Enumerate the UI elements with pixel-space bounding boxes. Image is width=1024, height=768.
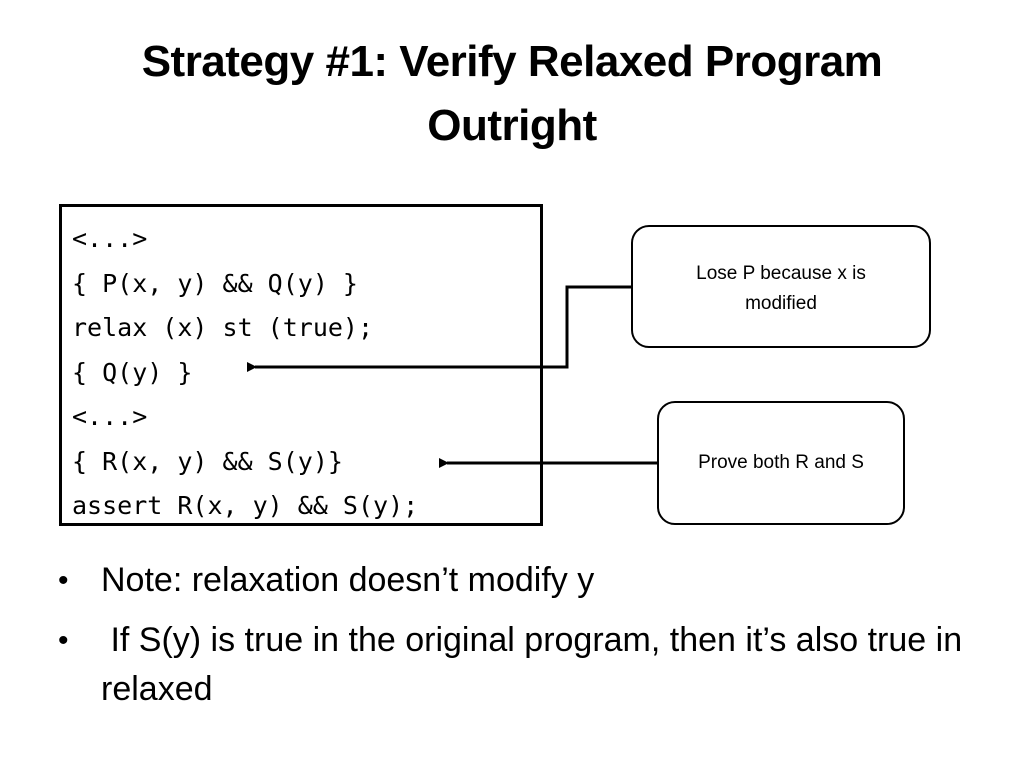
slide-title-line-2: Outright xyxy=(427,101,597,150)
code-line: { R(x, y) && S(y)} xyxy=(72,446,343,476)
code-line: <...> xyxy=(72,402,148,431)
bullet-dot-icon: • xyxy=(58,564,69,597)
slide-title: Strategy #1: Verify Relaxed Program Outr… xyxy=(40,30,984,158)
bullet-item: • If S(y) is true in the original progra… xyxy=(58,616,988,714)
code-line: <...> xyxy=(72,224,148,253)
code-block: <...> { P(x, y) && Q(y) } relax (x) st (… xyxy=(59,204,543,526)
code-line: relax (x) st (true); xyxy=(72,313,374,342)
slide-title-line-1: Strategy #1: Verify Relaxed Program xyxy=(141,37,883,86)
callout-prove-both-text: Prove both R and S xyxy=(698,452,864,473)
callout-prove-both: Prove both R and S xyxy=(657,401,905,525)
bullet-text: Note: relaxation doesn’t modify y xyxy=(101,561,595,599)
bullet-list: • Note: relaxation doesn’t modify y • If… xyxy=(58,556,988,725)
callout-lose-p: Lose P because x is modified xyxy=(631,225,931,348)
callout-lose-p-text: Lose P because x is modified xyxy=(696,263,866,314)
bullet-item: • Note: relaxation doesn’t modify y xyxy=(58,556,988,605)
code-line: { Q(y) } xyxy=(72,357,193,387)
bullet-text: If S(y) is true in the original program,… xyxy=(101,621,972,708)
code-line: { P(x, y) && Q(y) } xyxy=(72,268,358,298)
code-line: assert R(x, y) && S(y); xyxy=(72,491,419,520)
bullet-dot-icon: • xyxy=(58,624,69,657)
